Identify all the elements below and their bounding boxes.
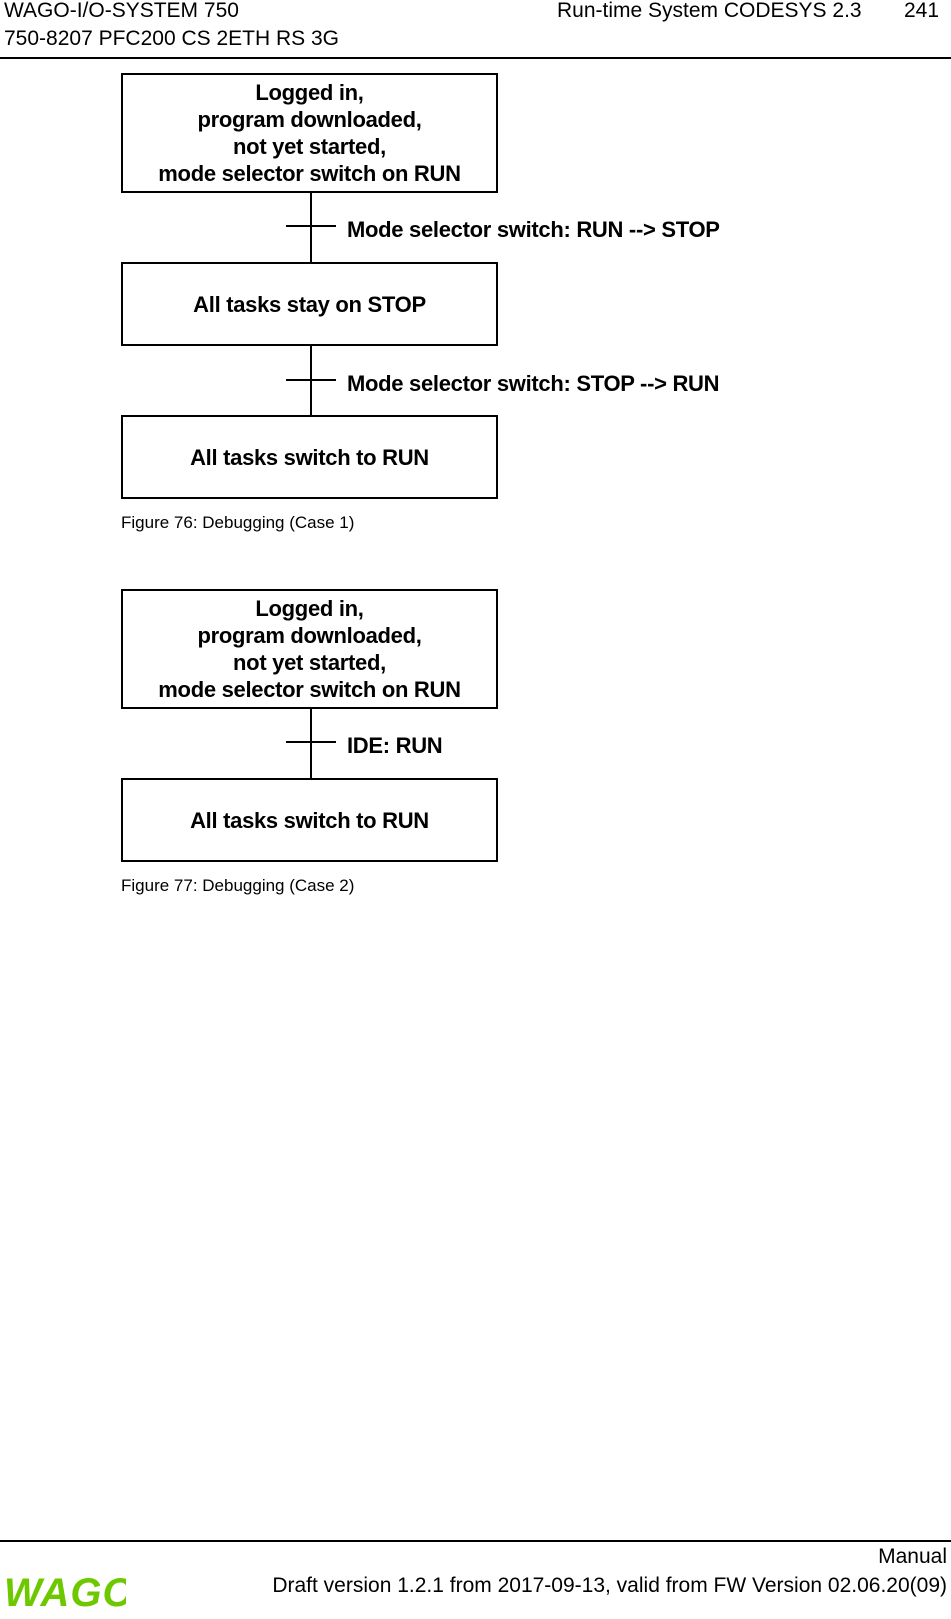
fig76-box1-line: Logged in, [255,80,364,105]
header-page-number: 241 [904,0,940,22]
fig77-box2-text: All tasks switch to RUN [190,807,429,833]
fig77-connector-1 [310,709,312,779]
fig77-state-box-run: All tasks switch to RUN [121,778,498,862]
fig76-connector-2 [310,346,312,416]
wago-logo-icon: WAGO [4,1571,134,1615]
fig76-connector-1 [310,193,312,263]
fig76-box1-line: not yet started, [233,134,386,159]
fig77-box1-line: not yet started, [233,650,386,675]
footer-rule [0,1540,951,1542]
fig77-caption: Figure 77: Debugging (Case 2) [121,876,355,895]
header-section-title: Run-time System CODESYS 2.3 [557,0,862,22]
fig77-box1-line: program downloaded, [197,623,422,648]
fig76-state-box-stop: All tasks stay on STOP [121,262,498,346]
header-rule [0,57,951,59]
footer-draft-info: Draft version 1.2.1 from 2017-09-13, val… [272,1574,947,1597]
fig76-state-box-run: All tasks switch to RUN [121,415,498,499]
fig76-box3-text: All tasks switch to RUN [190,444,429,470]
wago-logo-text: WAGO [4,1571,126,1614]
fig76-box1-line: program downloaded, [197,107,422,132]
fig76-state-box-initial: Logged in, program downloaded, not yet s… [121,73,498,193]
fig76-transition-bar-2 [286,379,336,381]
fig77-transition-bar-1 [286,741,336,743]
fig76-transition-label-1: Mode selector switch: RUN --> STOP [347,217,720,242]
footer-manual-label: Manual [878,1545,947,1568]
fig76-caption: Figure 76: Debugging (Case 1) [121,513,355,532]
fig77-state-box-initial: Logged in, program downloaded, not yet s… [121,589,498,709]
fig76-box1-line: mode selector switch on RUN [158,161,461,186]
header-product-name: WAGO-I/O-SYSTEM 750 [4,0,239,22]
fig76-transition-bar-1 [286,225,336,227]
fig77-box1-line: mode selector switch on RUN [158,677,461,702]
wago-logo: WAGO [2,1570,134,1619]
fig76-box2-text: All tasks stay on STOP [193,291,426,317]
fig76-transition-label-2: Mode selector switch: STOP --> RUN [347,371,720,396]
fig77-transition-label-1: IDE: RUN [347,733,443,758]
header-device-model: 750-8207 PFC200 CS 2ETH RS 3G [4,27,339,50]
fig77-box1-line: Logged in, [255,596,364,621]
